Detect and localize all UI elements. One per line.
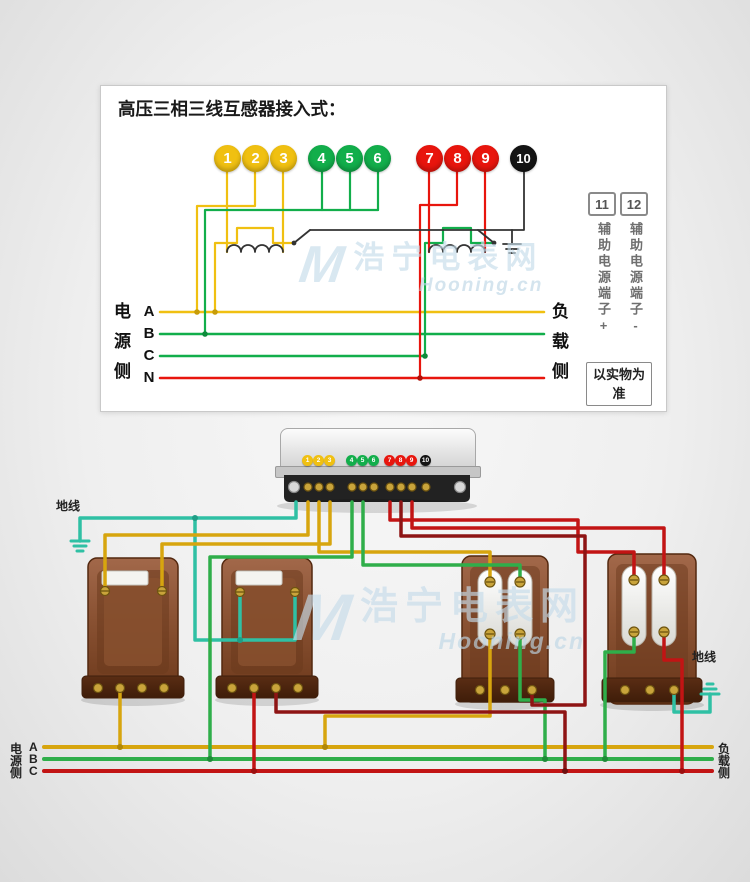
- meter-dot-9: 9: [406, 455, 417, 466]
- bottom-junctions: [117, 515, 685, 774]
- aux-terminal-11: 11: [588, 192, 616, 216]
- schematic-terminal-10: 10: [510, 145, 537, 172]
- meter-dot-3: 3: [324, 455, 335, 466]
- load-label-char-3: 侧: [718, 766, 731, 780]
- schematic-terminal-9: 9: [472, 145, 499, 172]
- schematic-terminal-8: 8: [444, 145, 471, 172]
- meter-dot-4: 4: [346, 455, 357, 466]
- schematic-wires: [158, 169, 546, 381]
- aux-label-minus: 辅助电源端子-: [628, 222, 643, 336]
- phase-label-b: B: [143, 325, 155, 342]
- meter-body: [280, 428, 476, 472]
- ct2-nameplate: [235, 570, 283, 586]
- phase-label-c: C: [143, 347, 155, 364]
- load-side-label: 负载侧: [549, 302, 568, 392]
- ct1-nameplate: [101, 570, 149, 586]
- meter-dot-2: 2: [313, 455, 324, 466]
- panel-title: 高压三相三线互感器接入式：: [118, 99, 346, 119]
- note-box: 以实物为准: [586, 362, 652, 406]
- yellow-wires: [42, 500, 714, 749]
- schematic-terminal-1: 1: [214, 145, 241, 172]
- load-label-char-2: 载: [718, 754, 731, 768]
- dark-red-wires: [274, 500, 587, 773]
- aux-terminal-12: 12: [620, 192, 648, 216]
- meter-dot-6: 6: [368, 455, 379, 466]
- red-wires: [42, 500, 714, 773]
- ground-wires: [69, 500, 721, 714]
- meter-dot-7: 7: [384, 455, 395, 466]
- meter-dot-8: 8: [395, 455, 406, 466]
- ground-label-left: 地线: [56, 499, 81, 513]
- schematic-terminal-7: 7: [416, 145, 443, 172]
- schematic-terminal-5: 5: [336, 145, 363, 172]
- schematic-terminal-6: 6: [364, 145, 391, 172]
- meter-dot-5: 5: [357, 455, 368, 466]
- meter-dot-1: 1: [302, 455, 313, 466]
- load-label-char-1: 负: [718, 742, 731, 756]
- voltage-transformer-1: [455, 555, 555, 703]
- schematic-terminal-4: 4: [308, 145, 335, 172]
- current-transformer-1: [81, 557, 185, 699]
- meter-dot-10: 10: [420, 455, 431, 466]
- phase-label-n: N: [143, 369, 155, 386]
- phase-label-a: A: [143, 303, 155, 320]
- schematic-panel: [100, 85, 667, 412]
- bottom-wires: [42, 500, 721, 774]
- aux-label-plus: 辅助电源端子+: [596, 222, 611, 336]
- screws: [92, 480, 680, 696]
- current-transformer-2: [215, 557, 319, 699]
- source-side-label: 电源侧: [111, 302, 130, 392]
- schematic-terminal-3: 3: [270, 145, 297, 172]
- schematic-terminal-2: 2: [242, 145, 269, 172]
- voltage-transformer-2: [601, 553, 703, 705]
- ground-label-right: 地线: [692, 650, 717, 664]
- schematic-junctions: [194, 240, 497, 381]
